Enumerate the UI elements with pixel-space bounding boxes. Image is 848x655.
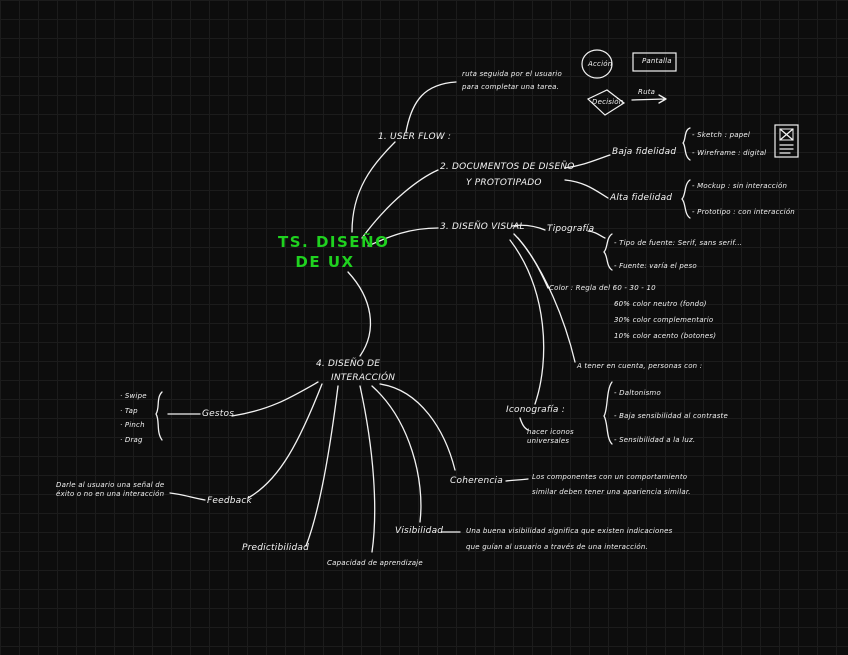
typography-item-2: - Fuente: varía el peso xyxy=(614,262,697,270)
visibility-note-line1: Una buena visibilidad significa que exis… xyxy=(466,527,673,535)
connector-interaction-feedback xyxy=(247,383,323,499)
iconography-label: Iconografía : xyxy=(506,405,565,415)
coherence-label: Coherencia xyxy=(450,476,503,486)
wireframe-icon xyxy=(774,124,799,158)
coherence-note-line1: Los componentes con un comportamiento xyxy=(532,473,688,481)
accessibility-item-1: - Daltonismo xyxy=(614,389,661,397)
connector-title-userflow xyxy=(351,141,396,233)
feedback-label: Feedback xyxy=(207,496,252,506)
gesture-item-3: · Pinch xyxy=(120,421,145,429)
visibility-note-line2: que guían al usuario a través de una int… xyxy=(466,543,648,551)
low-fidelity-item-1: - Sketch : papel xyxy=(692,131,751,139)
visual-label: 3. DISEÑO VISUAL xyxy=(440,222,525,232)
feedback-note: Darle al usuario una señal de éxito o no… xyxy=(56,481,165,498)
gestures-bracket xyxy=(155,391,163,441)
connector-documents-high xyxy=(564,179,609,199)
legend-decision: Decisión xyxy=(592,98,624,106)
high-fidelity-label: Alta fidelidad xyxy=(610,193,673,203)
typography-bracket xyxy=(603,233,613,271)
low-fidelity-bracket xyxy=(682,127,691,161)
connector-interaction-visibility xyxy=(371,385,422,523)
connector-documents-low xyxy=(564,154,611,169)
screen-legend-shape xyxy=(632,52,677,72)
legend-action: Acción xyxy=(588,60,613,68)
accessibility-item-2: - Baja sensibilidad al contraste xyxy=(614,412,729,420)
connector-title-interaction xyxy=(347,271,372,357)
connector-interaction-learnability xyxy=(359,385,376,553)
main-title-line2: DE UX xyxy=(295,253,355,271)
gestures-label: Gestos xyxy=(202,409,235,419)
typography-label: Tipografía xyxy=(547,224,595,234)
low-fidelity-label: Baja fidelidad xyxy=(612,147,677,157)
coherence-note-line2: similar deben tener una apariencia simil… xyxy=(532,488,691,496)
gesture-item-1: · Swipe xyxy=(120,392,147,400)
color-item-1: 60% color neutro (fondo) xyxy=(614,300,707,308)
high-fidelity-bracket xyxy=(681,179,691,219)
interaction-label-line1: 4. DISEÑO DE xyxy=(316,359,381,369)
connector-visual-typography xyxy=(511,224,546,231)
connector-typography-items xyxy=(587,230,606,239)
user-flow-label: 1. USER FLOW : xyxy=(378,132,452,142)
connector-interaction-predictability xyxy=(305,385,339,547)
accessibility-item-3: - Sensibilidad a la luz. xyxy=(614,436,696,444)
documents-label-line2: Y PROTOTIPADO xyxy=(466,178,542,188)
user-flow-note-line2: para completar una tarea. xyxy=(462,83,560,91)
action-legend-shape xyxy=(581,49,613,79)
documents-label-line1: 2. DOCUMENTOS DE DISEÑO xyxy=(440,162,575,172)
connector-interaction-gestures xyxy=(231,381,319,417)
learnability-label: Capacidad de aprendizaje xyxy=(327,559,423,567)
typography-item-1: - Tipo de fuente: Serif, sans serif... xyxy=(614,239,743,247)
connector-iconography-note xyxy=(519,417,529,431)
iconography-note-line1: hacer iconos xyxy=(527,428,574,436)
main-title: TS. DISEÑO DE UX xyxy=(278,232,390,272)
interaction-label-line2: INTERACCIÓN xyxy=(331,373,396,383)
gesture-item-2: · Tap xyxy=(120,407,138,415)
accessibility-bracket xyxy=(603,381,613,445)
legend-screen: Pantalla xyxy=(642,57,672,65)
user-flow-note-line1: ruta seguida por el usuario xyxy=(462,70,562,78)
connector-feedback-note xyxy=(169,492,206,501)
decision-legend-shape xyxy=(586,89,626,116)
connector-title-documents xyxy=(361,169,439,239)
gesture-item-4: · Drag xyxy=(120,436,143,444)
connector-visual-color xyxy=(513,233,549,289)
main-title-line1: TS. DISEÑO xyxy=(278,233,390,251)
predictability-label: Predictibilidad xyxy=(242,543,310,553)
connector-title-visual xyxy=(367,227,439,247)
color-item-2: 30% color complementario xyxy=(614,316,714,324)
color-label: Color : Regla del 60 - 30 - 10 xyxy=(549,284,656,292)
legend-route: Ruta xyxy=(638,88,656,96)
route-legend-arrow xyxy=(631,94,667,104)
connector-interaction-coherence xyxy=(379,383,456,471)
color-item-3: 10% color acento (botones) xyxy=(614,332,717,340)
iconography-note-line2: universales xyxy=(527,437,570,445)
connector-coherence-note xyxy=(505,478,529,482)
visibility-label: Visibilidad xyxy=(395,526,444,536)
high-fidelity-item-1: - Mockup : sin interacción xyxy=(692,182,788,190)
accessibility-label: A tener en cuenta, personas con : xyxy=(577,362,703,370)
connector-visual-accessibility xyxy=(517,237,576,363)
high-fidelity-item-2: - Prototipo : con interacción xyxy=(692,208,795,216)
low-fidelity-item-2: - Wireframe : digital xyxy=(692,149,767,157)
connector-userflow-note xyxy=(405,81,457,133)
connector-visual-iconography xyxy=(509,239,545,405)
